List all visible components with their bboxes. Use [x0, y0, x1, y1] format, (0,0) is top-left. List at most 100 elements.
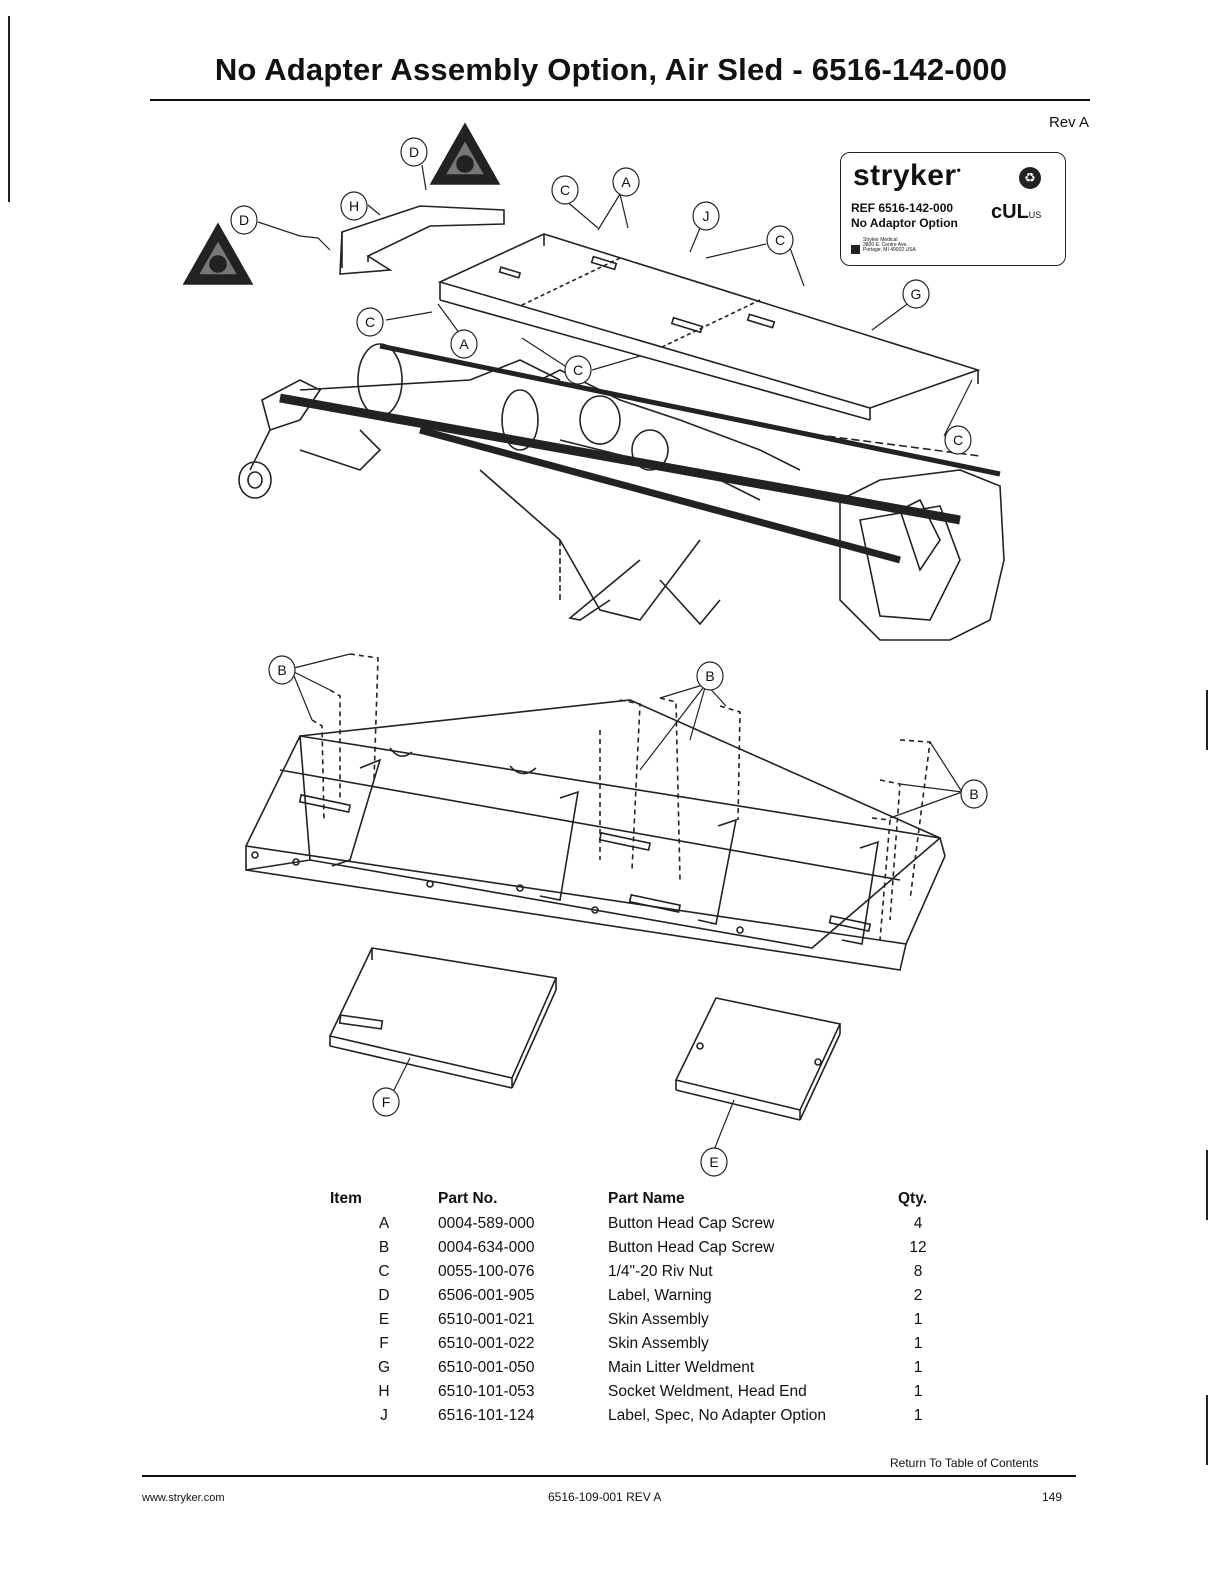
cell-item: G	[377, 1359, 391, 1376]
callout-letter: A	[459, 336, 469, 352]
cell-part-no: 0004-589-000	[438, 1215, 535, 1232]
col-header-qty: Qty.	[898, 1190, 927, 1207]
callout-letter: B	[969, 786, 978, 802]
cell-item: F	[379, 1335, 389, 1352]
cell-qty: 1	[913, 1359, 923, 1376]
skin-assembly-e-drawing	[674, 997, 842, 1121]
callout-a-bottom	[450, 329, 478, 359]
cell-part-no: 6506-001-905	[438, 1287, 535, 1304]
callout-letter: C	[365, 314, 375, 330]
cell-part-name: Main Litter Weldment	[608, 1359, 755, 1376]
main-litter-weldment-drawing	[437, 233, 981, 421]
cell-item: C	[378, 1263, 390, 1280]
base-frame-drawing	[245, 653, 946, 971]
callout-letter: J	[703, 208, 710, 224]
table-row: C 0055-100-076 1/4"-20 Riv Nut 8	[330, 1260, 938, 1284]
warning-label-icon	[430, 123, 500, 185]
callout-c-4	[564, 355, 592, 385]
cell-part-name: Button Head Cap Screw	[608, 1215, 775, 1232]
scan-edge-mark	[1206, 690, 1208, 750]
cell-part-no: 6516-101-124	[438, 1407, 535, 1424]
callout-c-3	[356, 307, 384, 337]
scan-edge-mark	[1206, 1395, 1208, 1465]
cell-part-name: 1/4"-20 Riv Nut	[608, 1263, 713, 1280]
callout-d-left	[230, 205, 258, 235]
spec-option: No Adaptor Option	[851, 216, 958, 230]
parts-table: Item Part No. Part Name Qty. A 0004-589-…	[330, 1186, 938, 1428]
col-header-part-no: Part No.	[438, 1190, 498, 1207]
footer-url: www.stryker.com	[142, 1492, 225, 1504]
cell-part-name: Socket Weldment, Head End	[608, 1383, 807, 1400]
cell-qty: 2	[913, 1287, 923, 1304]
cell-qty: 1	[913, 1383, 923, 1400]
callout-b-2	[696, 661, 724, 691]
col-header-part-name: Part Name	[608, 1190, 685, 1207]
cell-part-name: Skin Assembly	[608, 1311, 709, 1328]
cell-part-name: Label, Spec, No Adapter Option	[608, 1407, 827, 1424]
callout-h	[340, 191, 368, 221]
table-row: F 6510-001-022 Skin Assembly 1	[330, 1332, 938, 1356]
callout-letter: C	[573, 362, 583, 378]
cell-qty: 12	[909, 1239, 927, 1256]
table-row: D 6506-001-905 Label, Warning 2	[330, 1284, 938, 1308]
table-row: G 6510-001-050 Main Litter Weldment 1	[330, 1356, 938, 1380]
callout-c-5	[944, 425, 972, 455]
callout-letter: H	[349, 198, 359, 214]
callout-letter: D	[409, 144, 419, 160]
socket-weldment-drawing	[339, 205, 505, 275]
table-row: A 0004-589-000 Button Head Cap Screw 4	[330, 1212, 938, 1236]
cell-part-name: Skin Assembly	[608, 1335, 709, 1352]
col-header-item: Item	[330, 1190, 362, 1207]
table-row: E 6510-001-021 Skin Assembly 1	[330, 1308, 938, 1332]
callout-e	[700, 1147, 728, 1177]
callout-letter: B	[277, 662, 286, 678]
skin-assembly-f-drawing	[328, 947, 558, 1089]
stryker-logo: stryker•	[853, 159, 962, 192]
callout-b-3	[960, 779, 988, 809]
callout-letter: G	[911, 286, 922, 302]
table-row: H 6510-101-053 Socket Weldment, Head End…	[330, 1380, 938, 1404]
cell-part-no: 6510-001-021	[438, 1311, 535, 1328]
cell-item: D	[378, 1287, 390, 1304]
cell-item: B	[378, 1239, 390, 1256]
callout-leaders	[257, 164, 973, 1151]
callout-b-1	[268, 655, 296, 685]
table-row: B 0004-634-000 Button Head Cap Screw 12	[330, 1236, 938, 1260]
cell-item: E	[378, 1311, 390, 1328]
footer-doc-number: 6516-109-001 REV A	[548, 1490, 662, 1504]
scan-edge-mark	[1206, 1150, 1208, 1220]
footer-divider	[142, 1475, 1076, 1477]
callout-letter: C	[560, 182, 570, 198]
callout-letter: B	[705, 668, 714, 684]
cell-part-no: 0004-634-000	[438, 1239, 535, 1256]
page-number: 149	[1042, 1490, 1063, 1504]
table-header-row: Item Part No. Part Name Qty.	[330, 1186, 938, 1212]
cell-item: A	[378, 1215, 390, 1232]
callout-letter: D	[239, 212, 249, 228]
cell-qty: 4	[913, 1215, 923, 1232]
callout-bubbles	[230, 137, 988, 1177]
callout-c-1	[551, 175, 579, 205]
callout-letter: E	[709, 1154, 718, 1170]
cell-part-name: Button Head Cap Screw	[608, 1239, 775, 1256]
cell-qty: 1	[913, 1335, 923, 1352]
cell-part-no: 6510-001-050	[438, 1359, 535, 1376]
revision-label: Rev A	[1048, 114, 1089, 131]
page-title: No Adapter Assembly Option, Air Sled - 6…	[214, 52, 1008, 87]
callout-letter: C	[953, 432, 963, 448]
ul-cert-icon: ᴄULUS	[991, 201, 1042, 223]
cell-part-no: 6510-001-022	[438, 1335, 535, 1352]
cell-part-no: 0055-100-076	[438, 1263, 535, 1280]
callout-letter: C	[775, 232, 785, 248]
cell-qty: 8	[913, 1263, 923, 1280]
title-divider	[150, 99, 1090, 101]
manufacturer-address: Stryker Medical 3800 E. Centre Ave. Port…	[863, 237, 916, 253]
return-to-toc-link[interactable]: Return To Table of Contents	[890, 1456, 1039, 1470]
callout-c-2	[766, 225, 794, 255]
spec-ref: REF 6516-142-000	[851, 201, 954, 215]
manufacturer-icon	[851, 245, 860, 254]
callout-d-top	[400, 137, 428, 167]
callout-g	[902, 279, 930, 309]
cell-item: J	[380, 1407, 388, 1424]
